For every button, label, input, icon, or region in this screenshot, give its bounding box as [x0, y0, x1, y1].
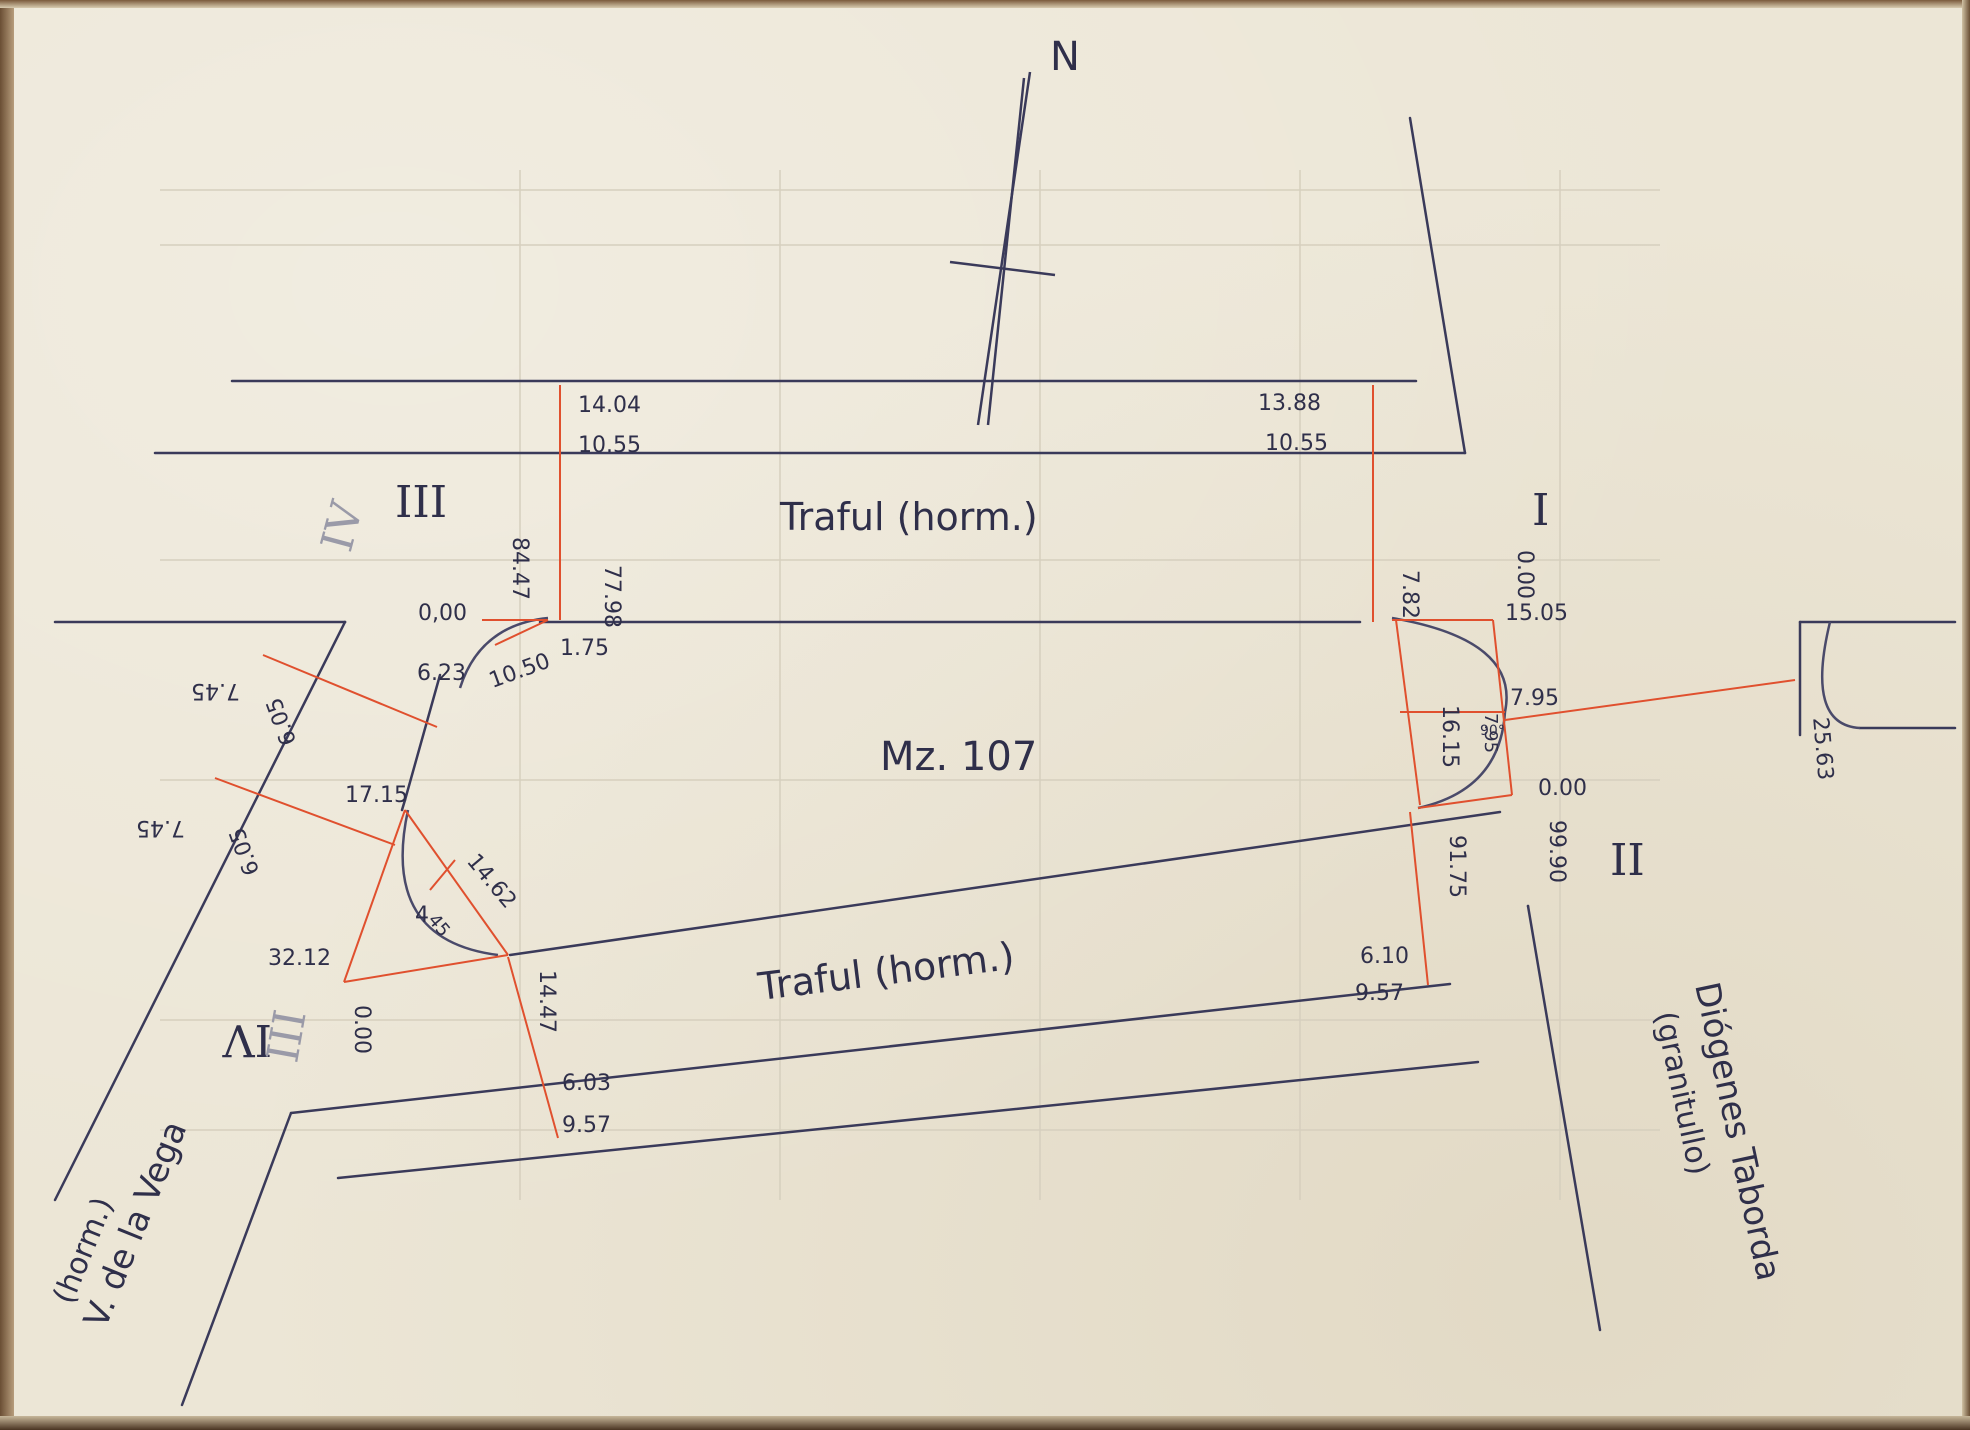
- traful-bottom-far-edge: [336, 1060, 1480, 1180]
- measure-90-deg: 90°: [1480, 723, 1505, 739]
- measure-1-75: 1.75: [560, 636, 609, 661]
- paper-edge-left: [0, 0, 14, 1430]
- measurement-lines: [214, 385, 1796, 1139]
- measure-25-63: 25.63: [1807, 716, 1837, 781]
- measure-0-00-c: 0.00: [1538, 776, 1587, 801]
- block-label: Mz. 107: [880, 734, 1037, 780]
- measure-line-west-lower: [214, 777, 396, 846]
- north-label: N: [1050, 34, 1080, 80]
- measure-10-55-right: 10.55: [1265, 431, 1328, 456]
- measure-4: 4: [415, 903, 429, 928]
- north-arrow: [949, 71, 1056, 426]
- measure-7-45-a: 7.45: [191, 678, 240, 703]
- corner-arcs: [401, 616, 1861, 957]
- corner-IV-faint-label: IV: [312, 495, 374, 557]
- measure-9-57-left: 9.57: [562, 1113, 611, 1138]
- measure-84-47: 84.47: [507, 537, 532, 600]
- paper-edge-right: [1962, 0, 1970, 1430]
- measure-9-57-right: 9.57: [1355, 981, 1404, 1006]
- measure-13-88: 13.88: [1258, 391, 1321, 416]
- measure-10-55-left: 10.55: [578, 433, 641, 458]
- measure-7-95-b: 7.95: [1510, 686, 1559, 711]
- arc-corner-IV: [401, 809, 499, 957]
- measure-14-47: 14.47: [534, 970, 559, 1033]
- measure-91-75: 91.75: [1444, 835, 1469, 898]
- measure-15-05: 15.05: [1505, 601, 1568, 626]
- measure-14-04: 14.04: [578, 393, 641, 418]
- measure-32-12: 32.12: [268, 946, 331, 971]
- measure-17-15: 17.15: [345, 783, 408, 808]
- measure-7-82: 7.82: [1397, 570, 1422, 619]
- street-label-vdelavega: V. de la Vega (horm.): [47, 1115, 196, 1333]
- measure-line-west-upper: [262, 654, 438, 728]
- traful-bottom-near-edge: [289, 982, 1452, 1115]
- corner-III-label: III: [395, 477, 447, 528]
- diogenes-bottom-edge: [1526, 904, 1602, 1332]
- paper-edge-top: [0, 0, 1970, 8]
- arc-corner-I: [1391, 616, 1508, 810]
- measure-16-15: 16.15: [1437, 705, 1462, 768]
- corner-III-faint-label: III: [257, 1006, 316, 1066]
- measure-6-23: 6.23: [417, 661, 466, 686]
- street-label-traful-bottom: Traful (horm.): [755, 934, 1017, 1009]
- diogenes-top-edge: [1408, 116, 1467, 455]
- measure-7-95-a: 7.95: [1480, 713, 1501, 753]
- measure-line-25-63: [1504, 679, 1796, 721]
- corner-IV-label: IV: [222, 1014, 272, 1065]
- measure-6-03: 6.03: [562, 1071, 611, 1096]
- block-south-edge: [508, 810, 1502, 957]
- arc-right-block: [1820, 621, 1861, 730]
- measure-0-00-b: 0.00: [1512, 550, 1537, 599]
- street-lines: [53, 116, 1957, 1407]
- street-label-diogenes: Diógenes Taborda (granitullo): [1647, 979, 1788, 1285]
- measure-14-62: 14.62: [461, 849, 521, 913]
- vdelavega-east-edge: [180, 1111, 293, 1407]
- measure-99-90: 99.90: [1544, 820, 1569, 883]
- corner-II-label: II: [1610, 835, 1645, 886]
- paper-edge-bottom: [0, 1416, 1970, 1430]
- measure-6-10: 6.10: [1360, 944, 1409, 969]
- measure-77-98: 77.98: [599, 565, 624, 628]
- vdelavega-west-far-edge: [53, 620, 347, 1202]
- faint-grid: [160, 170, 1660, 1200]
- street-label-traful-top: Traful (horm.): [779, 495, 1038, 539]
- measure-0-00-a: 0,00: [418, 601, 467, 626]
- measure-line-bottom-left: [507, 956, 559, 1139]
- block-west-edge-upper: [403, 673, 442, 802]
- corner-I-label: I: [1532, 485, 1549, 536]
- measure-line-I-east: [1492, 619, 1513, 796]
- measure-6-05-b: 6.05: [225, 824, 265, 879]
- measure-7-45-b: 7.45: [136, 815, 185, 840]
- measure-0-00-d: 0.00: [349, 1005, 374, 1054]
